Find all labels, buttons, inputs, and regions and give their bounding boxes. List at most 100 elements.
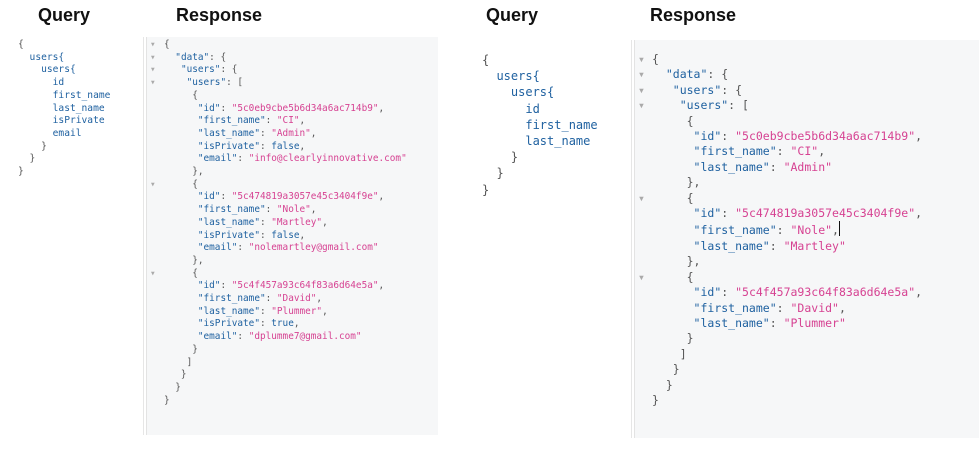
response-value: "5c0eb9cbe5b6d34a6ac714b9"	[735, 129, 916, 144]
fold-arrow-icon[interactable]: ▾	[150, 51, 156, 63]
right-response-code: ▾{▾ "data": {▾ "users": {▾ "users": [ { …	[635, 52, 922, 408]
response-value: "nolemartley@gmail.com"	[248, 242, 379, 254]
response-line: ▾{	[638, 52, 659, 66]
response-value: "Plummer"	[783, 315, 846, 330]
fold-arrow-icon[interactable]: ▾	[150, 64, 156, 76]
right-query-header: Query	[486, 5, 539, 25]
response-line: }	[652, 392, 659, 407]
response-line: "last_name": "Admin",	[197, 127, 317, 139]
response-line: },	[164, 254, 204, 266]
response-line: }	[164, 343, 198, 355]
response-value: false	[271, 140, 300, 152]
response-value: "Martley"	[783, 238, 846, 253]
right-response-viewer: ▾{▾ "data": {▾ "users": {▾ "users": [ { …	[634, 40, 979, 438]
response-line: "last_name": "Admin"	[693, 159, 833, 174]
response-line: "email": "info@clearlyinnovative.com"	[197, 153, 407, 165]
response-value: "info@clearlyinnovative.com"	[248, 153, 407, 165]
response-line: }	[652, 331, 694, 346]
right-response-header: Response	[650, 5, 737, 25]
query-line: id	[482, 101, 598, 117]
response-line: "id": "5c0eb9cbe5b6d34a6ac714b9",	[693, 129, 923, 144]
query-line-text: {	[18, 39, 24, 50]
response-line: ▾ "users": [	[150, 77, 244, 89]
query-line-text: }	[482, 182, 490, 197]
response-value: "Admin"	[271, 127, 311, 139]
response-value: true	[271, 318, 294, 330]
response-value: "Martley"	[271, 216, 323, 228]
left-query-editor[interactable]: { users{ users{ id first_name last_name …	[14, 37, 144, 435]
response-value: "5c0eb9cbe5b6d34a6ac714b9"	[231, 102, 379, 114]
query-line-text: }	[18, 166, 24, 178]
query-line: }	[482, 165, 598, 181]
response-line: }	[164, 394, 170, 406]
query-line-text: {	[482, 53, 490, 67]
response-line: "id": "5c0eb9cbe5b6d34a6ac714b9",	[197, 102, 385, 114]
response-line: ]	[164, 356, 193, 368]
query-line: {	[482, 52, 598, 68]
response-line: "first_name": "Nole",	[693, 221, 840, 238]
response-line: "email": "dplumme7@gmail.com"	[197, 331, 362, 343]
fold-arrow-icon[interactable]: ▾	[150, 39, 156, 50]
query-line: }	[18, 153, 110, 166]
query-line: last_name	[18, 103, 110, 116]
query-line: users{	[18, 64, 110, 77]
response-line: "last_name": "Plummer",	[197, 305, 328, 317]
fold-arrow-icon[interactable]: ▾	[638, 52, 645, 66]
response-line: "first_name": "David",	[693, 300, 846, 315]
response-line: }	[652, 362, 680, 377]
left-response-header: Response	[176, 5, 263, 25]
response-line: ▾ "users": [	[638, 98, 749, 113]
response-value: "5c474819a3057e45c3404f9e"	[231, 191, 379, 203]
query-line-text: }	[18, 140, 47, 152]
response-line: },	[652, 175, 701, 190]
response-value: "5c4f457a93c64f83a6d64e5a"	[735, 285, 916, 300]
response-line: }	[652, 377, 673, 392]
query-line: first_name	[482, 117, 598, 133]
response-line: "first_name": "CI",	[693, 144, 826, 159]
response-value: "5c474819a3057e45c3404f9e"	[735, 206, 916, 221]
response-line: "last_name": "Martley",	[197, 216, 328, 228]
query-line-text: }	[482, 166, 504, 181]
fold-arrow-icon[interactable]: ▾	[638, 269, 645, 284]
fold-arrow-icon[interactable]: ▾	[638, 67, 645, 82]
response-value: "Admin"	[783, 159, 833, 174]
response-line: ]	[652, 346, 687, 361]
response-line: "id": "5c4f457a93c64f83a6d64e5a",	[197, 280, 385, 292]
query-line-text: users{	[482, 69, 540, 84]
query-line-text: users{	[18, 51, 65, 63]
query-line: }	[18, 166, 110, 179]
response-line: {	[164, 89, 198, 101]
query-line: isPrivate	[18, 115, 110, 128]
response-line: ▾ {	[638, 269, 694, 284]
response-value: "Nole"	[276, 204, 311, 216]
query-line: id	[18, 77, 110, 90]
query-line-text: email	[18, 127, 82, 139]
response-line: "id": "5c4f457a93c64f83a6d64e5a",	[693, 285, 923, 300]
response-line: "isPrivate": true,	[197, 318, 300, 330]
response-value: "5c4f457a93c64f83a6d64e5a"	[231, 280, 379, 292]
text-cursor	[838, 221, 840, 237]
left-query-code: { users{ users{ id first_name last_name …	[18, 39, 110, 179]
query-line-text: id	[18, 77, 65, 89]
query-line-text: id	[482, 101, 540, 116]
response-line: "isPrivate": false,	[197, 229, 306, 241]
fold-arrow-icon[interactable]: ▾	[150, 178, 156, 190]
left-response-code: ▾{▾ "data": {▾ "users": {▾ "users": [ { …	[147, 39, 407, 407]
response-line: ▾ "users": {	[150, 64, 238, 76]
response-line: "first_name": "David",	[197, 293, 323, 305]
fold-arrow-icon[interactable]: ▾	[638, 190, 645, 205]
fold-arrow-icon[interactable]: ▾	[638, 98, 645, 113]
query-line-text: first_name	[482, 117, 598, 132]
right-query-editor[interactable]: { users{ users{ id first_name last_name …	[480, 40, 632, 438]
left-response-viewer: ▾{▾ "data": {▾ "users": {▾ "users": [ { …	[146, 37, 438, 435]
response-line: "id": "5c474819a3057e45c3404f9e",	[197, 191, 385, 203]
fold-arrow-icon[interactable]: ▾	[638, 82, 645, 97]
query-line: email	[18, 128, 110, 141]
fold-arrow-icon[interactable]: ▾	[150, 267, 156, 279]
query-line: users{	[482, 84, 598, 100]
response-line: }	[164, 381, 181, 393]
query-line-text: }	[18, 153, 36, 165]
query-line-text: first_name	[18, 89, 111, 101]
response-line: "id": "5c474819a3057e45c3404f9e",	[693, 206, 923, 221]
fold-arrow-icon[interactable]: ▾	[150, 77, 156, 89]
